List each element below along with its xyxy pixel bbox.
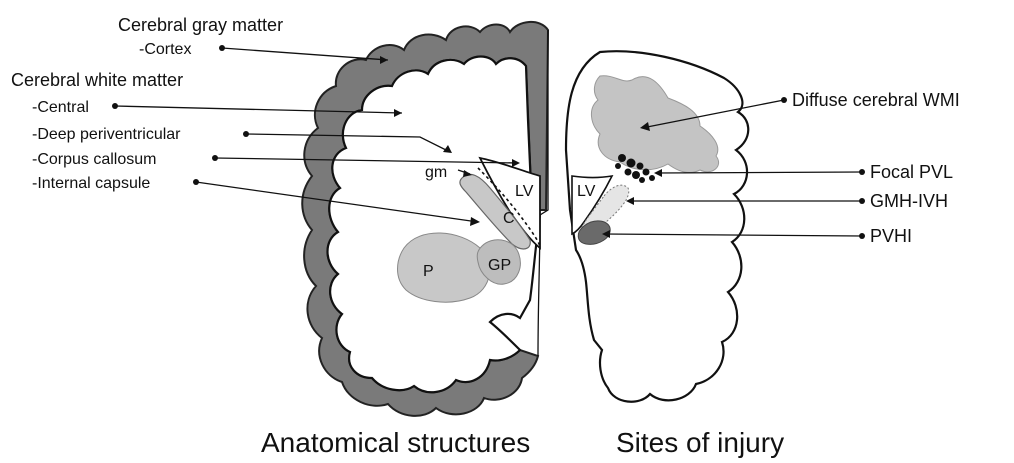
label-central: -Central (32, 99, 89, 116)
label-cerebral-white-matter: Cerebral white matter (11, 70, 183, 90)
label-globus-pallidus: GP (488, 257, 511, 274)
captions: Anatomical structures Sites of injury (261, 427, 784, 458)
label-focal-pvl: Focal PVL (870, 162, 953, 182)
left-labels: Cerebral gray matter -Cortex Cerebral wh… (11, 15, 283, 192)
caption-anatomical-structures: Anatomical structures (261, 427, 530, 458)
label-cerebral-gray-matter: Cerebral gray matter (118, 15, 283, 35)
label-gmh-ivh: GMH-IVH (870, 191, 948, 211)
right-hemisphere (566, 51, 748, 401)
label-internal-capsule: -Internal capsule (32, 175, 150, 192)
label-caudate: C (503, 210, 515, 227)
label-deep-periventricular: -Deep periventricular (32, 126, 181, 143)
label-cortex: -Cortex (139, 41, 191, 58)
label-putamen: P (423, 263, 434, 280)
label-diffuse-wmi: Diffuse cerebral WMI (792, 90, 960, 110)
right-labels: Diffuse cerebral WMI Focal PVL GMH-IVH P… (792, 90, 960, 246)
label-lv-left: LV (515, 183, 534, 200)
label-corpus-callosum: -Corpus callosum (32, 151, 156, 168)
label-gm: gm (425, 164, 447, 181)
caption-sites-of-injury: Sites of injury (616, 427, 784, 458)
label-pvhi: PVHI (870, 226, 912, 246)
label-lv-right: LV (577, 183, 596, 200)
